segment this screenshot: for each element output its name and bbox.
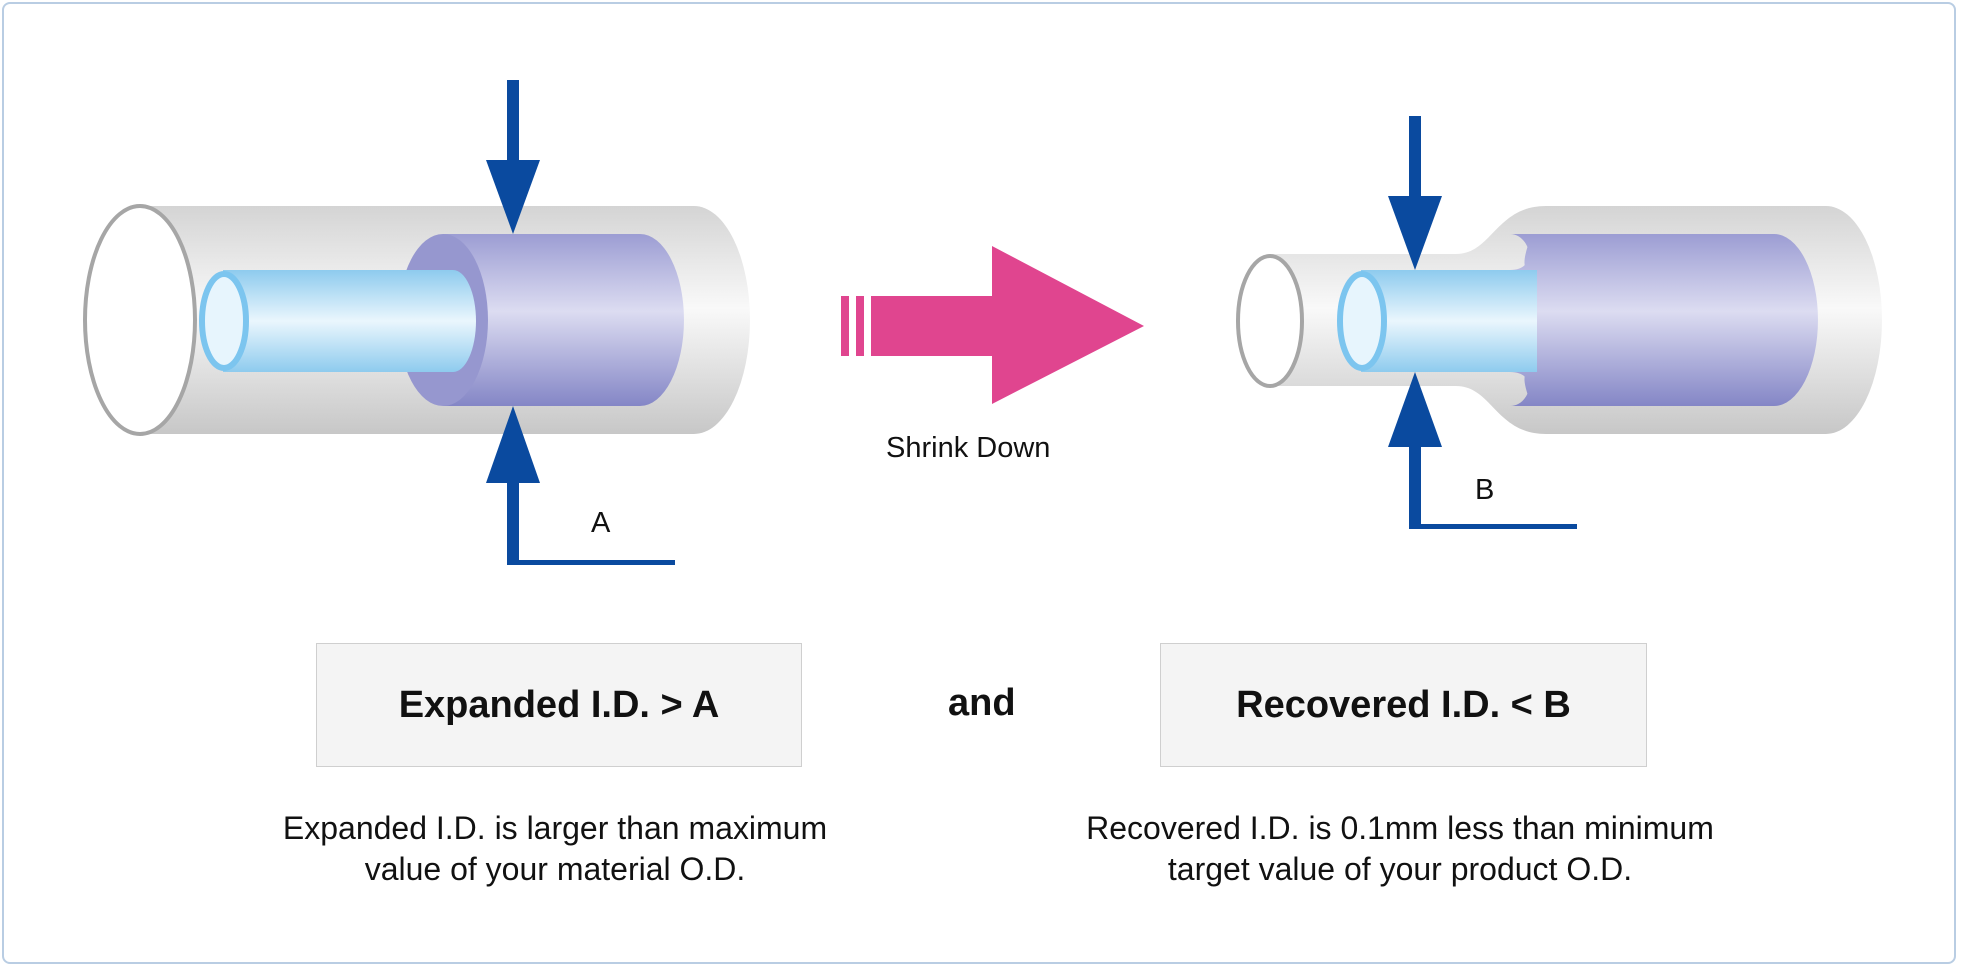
dimension-b-label: B (1475, 474, 1495, 506)
expanded-description-line-1: Expanded I.D. is larger than maximum (282, 810, 828, 846)
arrow-b-bottom-shaft (1409, 445, 1421, 527)
arrow-b-bottom-head (1388, 372, 1442, 447)
and-connector: and (948, 682, 1016, 724)
recovered-description: Recovered I.D. is 0.1mm less than minimu… (1010, 808, 1790, 890)
expanded-product-body (443, 234, 684, 406)
arrow-a-bottom-head (486, 406, 540, 483)
recovered-material-body (1361, 270, 1537, 372)
recovered-material-face (1337, 271, 1387, 371)
arrow-b-leader (1409, 524, 1577, 529)
dimension-a-label: A (591, 507, 611, 539)
recovered-tube-assembly (1236, 116, 1882, 529)
expanded-material-face (199, 271, 249, 371)
recovered-product-body (1510, 234, 1818, 406)
expanded-formula-box: Expanded I.D. > A (316, 643, 802, 767)
shrink-arrow-stripe-1 (841, 296, 849, 356)
expanded-tube-opening (83, 204, 197, 436)
shrink-arrow-body (871, 246, 1144, 404)
expanded-material-end (453, 270, 476, 372)
shrink-arrow-stripe-2 (856, 296, 864, 356)
recovered-tube-opening (1236, 254, 1304, 388)
expanded-material-body (223, 270, 453, 372)
recovered-formula-text: Recovered I.D. < B (1236, 683, 1571, 726)
recovered-formula-box: Recovered I.D. < B (1160, 643, 1647, 767)
shrink-down-label: Shrink Down (886, 432, 1051, 464)
recovered-description-line-1: Recovered I.D. is 0.1mm less than minimu… (1086, 810, 1714, 846)
arrow-a-bottom-shaft (507, 481, 519, 563)
arrow-b-top-shaft (1409, 116, 1421, 198)
arrow-a-top-head (486, 160, 540, 234)
arrow-a-top-shaft (507, 80, 519, 162)
expanded-description: Expanded I.D. is larger than maximum val… (170, 808, 940, 890)
recovered-description-line-2: target value of your product O.D. (1167, 851, 1633, 887)
expanded-description-line-2: value of your material O.D. (364, 851, 746, 887)
arrow-a-leader (507, 560, 675, 565)
expanded-tube-assembly (83, 80, 750, 565)
expanded-formula-text: Expanded I.D. > A (398, 683, 720, 726)
shrink-arrow (841, 246, 1144, 404)
arrow-b-top-head (1388, 196, 1442, 270)
